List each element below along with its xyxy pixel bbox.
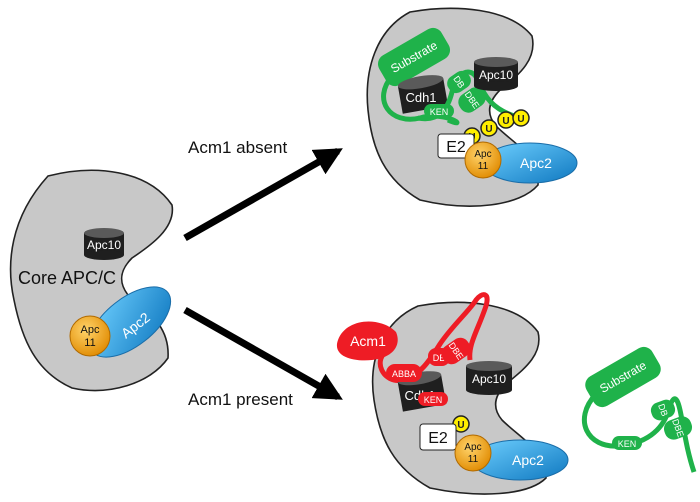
core-apcc-label: Core APC/C bbox=[18, 268, 116, 288]
db-motif-top: DB bbox=[447, 70, 471, 94]
apc10-top-label: Apc10 bbox=[479, 68, 513, 82]
svg-text:U: U bbox=[517, 114, 524, 125]
ubiquitin-2: U bbox=[480, 119, 498, 137]
apc11-label-line1: Apc bbox=[81, 324, 100, 336]
ken-bottom-red-label: KEN bbox=[424, 395, 443, 405]
apc10-cylinder-bottom: Apc10 bbox=[466, 361, 512, 395]
apc11-label-line2: 11 bbox=[84, 337, 95, 349]
dbe-motif-free: DBE bbox=[663, 416, 693, 440]
arrow-to-present bbox=[183, 306, 343, 401]
acm1-absent-label: Acm1 absent bbox=[188, 138, 287, 157]
apc10-cylinder: Apc10 bbox=[84, 228, 124, 260]
e2-top-label: E2 bbox=[446, 139, 466, 156]
svg-text:11: 11 bbox=[468, 454, 479, 465]
cdh1-top-label: Cdh1 bbox=[405, 90, 436, 105]
ken-free-label: KEN bbox=[618, 439, 637, 449]
db-motif-free: DB bbox=[650, 399, 676, 421]
apc10-bottom-label: Apc10 bbox=[472, 372, 506, 386]
svg-text:Apc: Apc bbox=[464, 442, 481, 453]
ken-top-label: KEN bbox=[430, 107, 449, 117]
ken-motif-free: KEN bbox=[612, 436, 642, 450]
apc10-label: Apc10 bbox=[87, 238, 121, 252]
core-apcc-left: Apc10 Core APC/C Apc2 Apc 11 bbox=[9, 169, 174, 392]
acm1-label: Acm1 bbox=[350, 333, 386, 349]
ken-motif-bottom-red: KEN bbox=[418, 392, 448, 406]
ubiquitin-4: U bbox=[512, 109, 530, 127]
abba-label: ABBA bbox=[392, 369, 416, 379]
apcc-acm1-absent: Substrate Cdh1 KEN DB DBE Apc10 bbox=[366, 7, 578, 207]
apc10-cylinder-top: Apc10 bbox=[474, 57, 518, 91]
apcc-acm1-present: Acm1 Cdh1 ABBA KEN DB DBE bbox=[336, 292, 569, 495]
svg-text:11: 11 bbox=[478, 161, 489, 172]
e2-box-bottom: E2 bbox=[419, 423, 457, 451]
substrate-top: Substrate bbox=[377, 27, 460, 126]
acm1-blob: Acm1 bbox=[336, 321, 398, 361]
apc11-shape-bottom: Apc 11 bbox=[454, 434, 492, 472]
apc2-bottom-label: Apc2 bbox=[512, 452, 544, 468]
dbe-motif-bottom-red: DBE bbox=[441, 337, 471, 365]
apc2-shape-top: Apc2 bbox=[482, 142, 578, 184]
apc2-top-label: Apc2 bbox=[520, 155, 552, 171]
db-free-label: DB bbox=[656, 402, 670, 417]
e2-bottom-label: E2 bbox=[428, 430, 448, 447]
svg-text:Apc: Apc bbox=[474, 149, 491, 160]
arrows: Acm1 absent Acm1 present bbox=[183, 138, 343, 409]
ken-motif-top: KEN bbox=[424, 104, 454, 118]
free-substrate: Substrate KEN DB DBE bbox=[581, 346, 697, 473]
apc11-shape: Apc 11 bbox=[69, 315, 111, 357]
dbe-motif-top: DBE bbox=[458, 87, 486, 113]
e2-box-top: E2 bbox=[437, 133, 475, 159]
apc11-shape-top: Apc 11 bbox=[464, 141, 502, 179]
svg-text:U: U bbox=[502, 116, 509, 127]
db-bottom-red-label: DB bbox=[433, 353, 446, 363]
arrow-to-absent bbox=[183, 147, 343, 242]
apc2-shape-bottom: Apc2 bbox=[471, 439, 569, 481]
svg-text:U: U bbox=[485, 124, 492, 135]
ubiquitin-3: U bbox=[497, 111, 515, 129]
acm1-present-label: Acm1 present bbox=[188, 390, 293, 409]
abba-motif: ABBA bbox=[386, 364, 422, 382]
svg-text:U: U bbox=[457, 420, 464, 431]
